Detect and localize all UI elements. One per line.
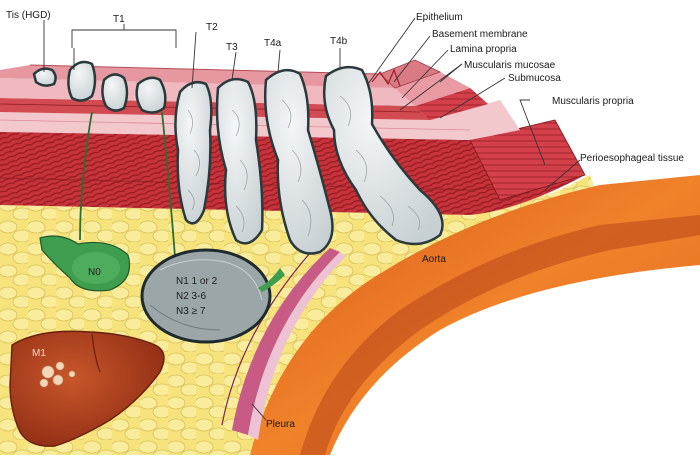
tumor-tis bbox=[32, 67, 57, 87]
label-n1: N1 1 or 2 bbox=[176, 276, 218, 287]
lymph-node-n1-n3 bbox=[140, 248, 285, 344]
label-muscularis-mucosae: Muscularis mucosae bbox=[464, 60, 556, 71]
label-t1: T1 bbox=[113, 14, 125, 25]
label-tis: Tis (HGD) bbox=[6, 10, 51, 21]
tumor-texture bbox=[187, 95, 420, 237]
tumor-t4a bbox=[263, 68, 334, 255]
tumor-t2 bbox=[174, 81, 213, 225]
label-lamina-propria: Lamina propria bbox=[450, 44, 517, 55]
label-pleura: Pleura bbox=[266, 419, 295, 430]
label-epithelium: Epithelium bbox=[416, 12, 463, 23]
tumors bbox=[32, 60, 444, 255]
tumor-t4b bbox=[323, 65, 444, 246]
label-n3: N3 ≥ 7 bbox=[176, 306, 206, 317]
label-t4b: T4b bbox=[330, 36, 348, 47]
label-basement-membrane: Basement membrane bbox=[432, 29, 528, 40]
label-t2: T2 bbox=[206, 22, 218, 33]
label-t3: T3 bbox=[226, 42, 238, 53]
pleura bbox=[221, 243, 346, 440]
label-t4a: T4a bbox=[264, 38, 282, 49]
tumor-t1-a bbox=[67, 60, 97, 102]
lymph-node-n0 bbox=[39, 235, 131, 292]
tumor-t3 bbox=[215, 77, 264, 245]
tumor-t1-b bbox=[101, 73, 129, 112]
liver bbox=[9, 330, 165, 447]
label-n2: N2 3-6 bbox=[176, 291, 207, 302]
tumor-t1-c bbox=[135, 76, 167, 114]
leader-lines bbox=[43, 17, 581, 421]
label-muscularis-propria: Muscularis propria bbox=[552, 96, 634, 107]
label-submucosa: Submucosa bbox=[508, 73, 561, 84]
label-n0: N0 bbox=[88, 267, 101, 278]
label-m1: M1 bbox=[32, 348, 46, 359]
aorta bbox=[250, 175, 700, 455]
label-aorta: Aorta bbox=[422, 254, 446, 265]
label-perioesophageal-tissue: Perioesophageal tissue bbox=[580, 153, 684, 164]
